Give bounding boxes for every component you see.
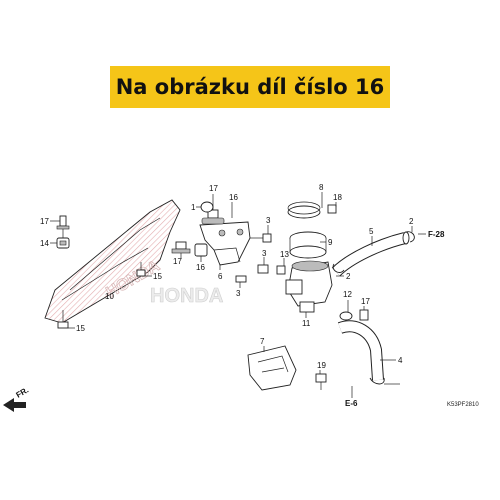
front-label: FR. <box>15 385 31 399</box>
label-17-b: 17 <box>173 257 182 266</box>
label-13: 13 <box>280 250 289 259</box>
bracket-7 <box>247 345 297 391</box>
label-3-a: 3 <box>266 216 271 225</box>
air-valve-11 <box>285 260 333 313</box>
label-3-b: 3 <box>262 249 267 258</box>
label-12: 12 <box>343 290 352 299</box>
bolt-17-d <box>359 309 369 321</box>
leader-lines <box>50 192 426 398</box>
label-4: 4 <box>398 356 403 365</box>
cover-bolt-15-b <box>57 310 69 329</box>
label-2-a: 2 <box>409 217 414 226</box>
nut-18 <box>327 204 337 214</box>
label-16-b: 16 <box>196 263 205 272</box>
label-17-d: 17 <box>361 297 370 306</box>
bracket <box>199 221 251 266</box>
bolt-17-b <box>171 241 191 254</box>
cover-bolt-15-a <box>136 262 146 277</box>
label-15-b: 15 <box>76 324 85 333</box>
bolt-3-a <box>250 233 272 243</box>
title-text: Na obrázku díl číslo 16 <box>115 75 385 99</box>
bolt-19 <box>315 373 327 390</box>
label-8: 8 <box>319 183 324 192</box>
label-10: 10 <box>105 292 114 301</box>
label-6: 6 <box>218 272 223 281</box>
honda-watermark: HONDA <box>150 285 223 307</box>
hose-4 <box>337 320 384 381</box>
bolt-3-c <box>235 275 247 283</box>
label-17-a: 17 <box>40 217 49 226</box>
bolt-3-b <box>257 264 269 274</box>
label-11: 11 <box>302 319 311 328</box>
clip-2-a <box>405 231 415 243</box>
label-16-a: 16 <box>229 193 238 202</box>
cover-grommet-14 <box>56 237 70 249</box>
front-arrow: FR. <box>3 385 30 412</box>
filter-9 <box>289 231 327 259</box>
label-17-c: 17 <box>209 184 218 193</box>
label-2-b: 2 <box>346 272 351 281</box>
label-7: 7 <box>260 337 265 346</box>
side-cover: HONDA HONDA <box>44 199 224 324</box>
label-9: 9 <box>328 238 333 247</box>
grommet-1 <box>200 201 214 213</box>
label-15-a: 15 <box>153 272 162 281</box>
label-3-c: 3 <box>236 289 241 298</box>
bolt-16-b <box>194 243 208 257</box>
title-banner: Na obrázku díl číslo 16 <box>110 66 390 108</box>
label-1: 1 <box>191 203 196 212</box>
clamp-8 <box>287 201 321 219</box>
clip-2-b <box>332 263 345 273</box>
hose-5 <box>331 231 410 277</box>
label-19: 19 <box>317 361 326 370</box>
label-18: 18 <box>333 193 342 202</box>
ref-e6: E-6 <box>345 399 358 408</box>
diagram-code: K53PF2810 <box>447 402 479 408</box>
label-5: 5 <box>369 227 374 236</box>
bolt-13 <box>276 265 286 275</box>
ref-f28: F-28 <box>428 230 445 239</box>
label-14: 14 <box>40 239 49 248</box>
clamp-12 <box>339 311 353 321</box>
clip-2-c <box>369 377 385 385</box>
